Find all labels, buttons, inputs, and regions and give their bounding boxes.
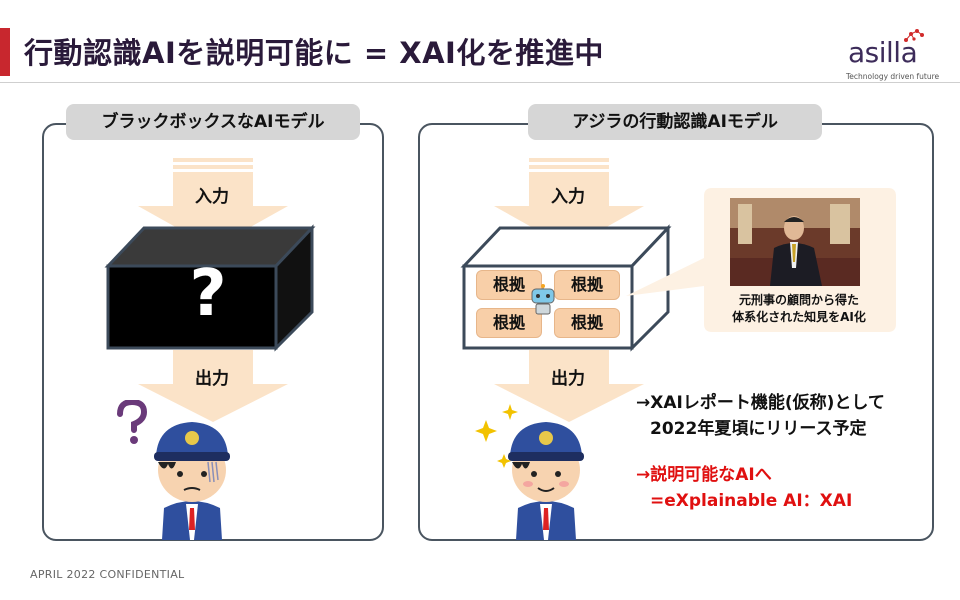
- release-note-line-1: →XAIレポート機能(仮称)として: [636, 393, 885, 413]
- release-note: →XAIレポート機能(仮称)として 2022年夏頃にリリース予定: [636, 390, 885, 442]
- xai-note-line-1: →説明可能なAIへ: [636, 465, 772, 485]
- question-mark-icon: ?: [189, 257, 227, 331]
- right-output-arrow: [494, 350, 644, 422]
- ground-box-1: 根拠: [476, 270, 542, 300]
- confused-guard-illustration: [117, 400, 230, 540]
- title-divider: [0, 82, 960, 83]
- blackbox-cube: [104, 224, 316, 352]
- company-logo: asilla Technology driven future: [828, 22, 948, 88]
- callout-line-2: 体系化された知見をAI化: [732, 310, 866, 324]
- right-input-label: 入力: [551, 187, 585, 207]
- release-note-line-2: 2022年夏頃にリリース予定: [650, 419, 867, 439]
- asilla-panel-label: アジラの行動認識AIモデル: [528, 104, 822, 140]
- xai-note: →説明可能なAIへ =eXplainable AI：XAI: [636, 462, 852, 514]
- logo-tagline: Technology driven future: [846, 72, 940, 81]
- happy-guard-illustration: [475, 404, 584, 540]
- left-output-arrow: [138, 350, 288, 422]
- logo-mark-icon: [904, 29, 924, 42]
- advisor-photo: [730, 198, 860, 286]
- page-title: 行動認識AIを説明可能に = XAI化を推進中: [24, 36, 604, 70]
- blackbox-panel-label: ブラックボックスなAIモデル: [66, 104, 360, 140]
- logo-text: asilla: [848, 36, 918, 69]
- ground-box-4: 根拠: [554, 308, 620, 338]
- right-output-label: 出力: [551, 369, 585, 389]
- ground-box-3: 根拠: [476, 308, 542, 338]
- advisor-callout-text: 元刑事の顧問から得た 体系化された知見をAI化: [704, 292, 894, 326]
- footer-confidential: APRIL 2022 CONFIDENTIAL: [30, 568, 185, 581]
- left-output-label: 出力: [195, 369, 229, 389]
- xai-note-line-2: =eXplainable AI：XAI: [650, 491, 853, 511]
- robot-icon: [531, 284, 555, 315]
- question-mark-icon: [117, 400, 148, 433]
- sparkle-icon: [475, 404, 518, 468]
- callout-line-1: 元刑事の顧問から得た: [738, 293, 859, 307]
- title-accent-bar: [0, 28, 10, 76]
- ground-box-2: 根拠: [554, 270, 620, 300]
- left-input-label: 入力: [195, 187, 229, 207]
